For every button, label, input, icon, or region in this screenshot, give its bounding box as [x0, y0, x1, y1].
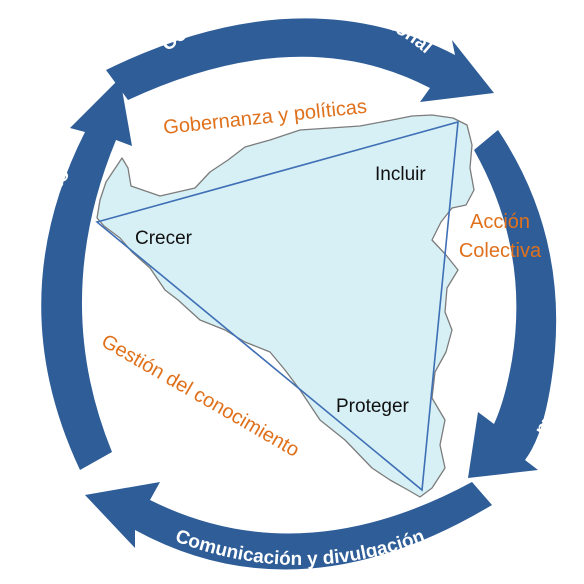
region-map	[96, 114, 475, 498]
theme-collective-line2: Colectiva	[459, 240, 542, 262]
triangle-outline	[95, 120, 459, 492]
vertex-include: Incluir	[375, 164, 426, 185]
arrow-bottom	[85, 482, 492, 570]
arrow-top	[106, 18, 494, 102]
theme-collective-line1: Acción	[470, 211, 530, 233]
vertex-grow: Crecer	[135, 228, 193, 249]
arrow-right	[468, 130, 557, 478]
vertex-protect: Proteger	[336, 396, 410, 417]
arrow-left	[41, 78, 132, 470]
cycle-arrows	[41, 18, 557, 570]
